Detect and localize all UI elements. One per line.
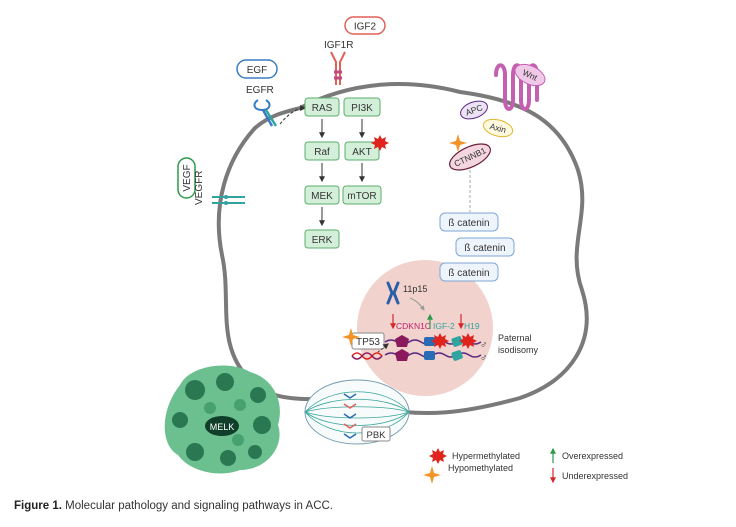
vegf-ligand: VEGF: [177, 157, 196, 199]
ctnnb1-protein: CTNNB1: [449, 143, 491, 171]
male-symbol-upper-icon: ♂: [480, 340, 488, 351]
legend-overexpressed-label: Overexpressed: [562, 451, 623, 461]
tp53-dna-helix-icon: [351, 352, 383, 360]
legend-hypomethylated-star-icon: [423, 466, 441, 484]
legend-underexpressed-label: Underexpressed: [562, 471, 628, 481]
melk-label-badge: MELK: [205, 416, 239, 436]
figure-caption-label: Figure 1.: [14, 500, 62, 512]
paternal-label: Paternal: [498, 333, 532, 343]
pbk-label-box: PBK: [361, 426, 391, 442]
legend-hypermethylated-star-icon: [429, 448, 447, 464]
svg-text:RAS: RAS: [312, 103, 333, 114]
svg-text:IGF2: IGF2: [354, 22, 377, 33]
h19-locus-block-icon: [451, 336, 463, 347]
h19-hypermethylation-star-icon: [459, 333, 477, 349]
akt-box: AKT: [344, 141, 380, 161]
apc-protein: APC: [460, 100, 488, 120]
svg-text:ERK: ERK: [312, 235, 333, 246]
svg-text:ß catenin: ß catenin: [448, 268, 489, 279]
tp53-hypomethylation-star-icon: [342, 328, 360, 346]
igf2-locus-block-icon: [424, 337, 435, 346]
svg-text:ß catenin: ß catenin: [464, 243, 505, 254]
mtor-box: mTOR: [342, 185, 382, 205]
igf2-locus-block-lower-icon: [424, 351, 435, 360]
figure-caption-text: Molecular pathology and signaling pathwa…: [65, 500, 333, 512]
igf2-ligand: IGF2: [344, 16, 386, 35]
igf2-hypermethylation-star-icon: [431, 333, 449, 349]
svg-text:TP53: TP53: [356, 337, 380, 348]
chromosome-icon: [386, 281, 400, 305]
legend-hypermethylated-label: Hypermethylated: [452, 451, 520, 461]
svg-text:MEK: MEK: [311, 191, 333, 202]
ctnnb1-hypomethylation-star-icon: [449, 134, 467, 152]
beta-catenin-box-1: ß catenin: [439, 212, 499, 232]
ras-box: RAS: [304, 97, 340, 117]
mek-box: MEK: [304, 185, 340, 205]
h19-locus-block-lower-icon: [451, 350, 463, 361]
akt-hypermethylation-star-icon: [371, 135, 389, 151]
erk-box: ERK: [304, 229, 340, 249]
igf2-gene-label: IGF-2: [433, 321, 455, 331]
svg-text:MELK: MELK: [210, 422, 235, 432]
h19-label: H19: [464, 321, 480, 331]
figure-caption: Figure 1. Molecular pathology and signal…: [14, 500, 333, 512]
chromosome-11p15-label: 11p15: [403, 284, 427, 294]
svg-text:Raf: Raf: [314, 147, 330, 158]
axin-protein: Axin: [482, 118, 514, 138]
beta-catenin-box-3: ß catenin: [439, 262, 499, 282]
igf1r-receptor-icon: [330, 51, 346, 85]
beta-catenin-box-2: ß catenin: [455, 237, 515, 257]
egfr-label: EGFR: [246, 85, 274, 96]
cdkn1c-label: CDKN1C: [396, 321, 431, 331]
male-symbol-lower-icon: ♂: [480, 353, 488, 364]
svg-text:mTOR: mTOR: [347, 191, 376, 202]
egfr-receptor-icon: [253, 99, 278, 127]
legend-hypomethylated-label: Hypomethylated: [448, 463, 513, 473]
svg-text:VEGF: VEGF: [182, 164, 193, 191]
svg-text:ß catenin: ß catenin: [448, 218, 489, 229]
raf-box: Raf: [304, 141, 340, 161]
egf-ligand: EGF: [236, 59, 278, 79]
svg-text:EGF: EGF: [247, 65, 268, 76]
vegfr-receptor-icon: [212, 195, 245, 205]
cdkn1c-locus-pentagon-icon: [395, 335, 409, 347]
tp53-box: TP53: [351, 332, 385, 350]
vegfr-label: VEGFR: [194, 171, 205, 205]
cdkn1c-locus-pentagon-lower-icon: [395, 349, 409, 361]
mitotic-spindle: [304, 379, 410, 445]
svg-text:PBK: PBK: [366, 430, 386, 441]
chromosome-arrow: [409, 297, 425, 311]
svg-text:AKT: AKT: [352, 147, 371, 158]
wnt-ligand: Wnt: [514, 63, 546, 87]
isodisomy-label: isodisomy: [498, 345, 539, 355]
legend: Hypermethylated Hypomethylated Overexpre…: [423, 447, 628, 484]
igf1r-label: IGF1R: [324, 40, 353, 51]
svg-text:Axin: Axin: [489, 121, 508, 135]
svg-text:PI3K: PI3K: [351, 103, 373, 114]
pi3k-box: PI3K: [343, 97, 381, 117]
